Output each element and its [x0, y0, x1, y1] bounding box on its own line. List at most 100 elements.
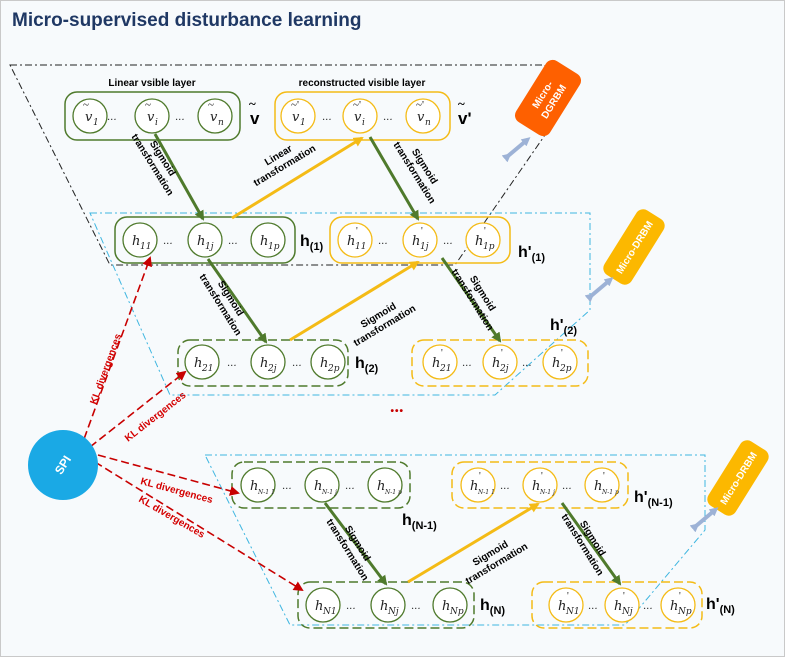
svg-text:v: v: [250, 109, 260, 128]
label-sigmoid-3: Sigmoid transformation: [197, 272, 246, 338]
svg-text:~: ~: [249, 96, 256, 111]
svg-text:1j: 1j: [205, 242, 214, 252]
hidden-layer-2-reconstructed: h 21 ' ... h 2j ' ... h 2p ': [411, 339, 589, 387]
svg-text:h: h: [197, 234, 205, 249]
unit-v1: v 1 ~: [72, 98, 108, 134]
label-hn-minus-1: h(N-1): [402, 512, 437, 532]
label-sigmoid-2: Sigmoid transformation: [391, 140, 440, 206]
hidden-layer-1: h 11 ... h 1j ... h 1p: [114, 216, 296, 264]
svg-text:h: h: [260, 356, 268, 371]
svg-text:h: h: [347, 234, 355, 249]
dgrbm-link-arrow: [501, 137, 531, 163]
svg-text:...: ...: [175, 112, 185, 123]
svg-text:h: h: [470, 479, 478, 494]
unit-hnj-prime: h Nj ': [604, 587, 640, 623]
svg-text:N-1 1: N-1 1: [477, 489, 495, 496]
svg-text:...: ...: [378, 236, 388, 247]
dgrbm-region-boundary: [9, 64, 546, 266]
micro-dgrbm-badge: Micro- DGRBM: [514, 59, 582, 137]
unit-h2p: h 2p: [310, 344, 346, 380]
drbm-top-link-arrow: [584, 277, 614, 303]
svg-text:...: ...: [588, 601, 598, 612]
svg-text:h: h: [442, 599, 450, 614]
svg-text:h: h: [377, 479, 385, 494]
svg-text:...: ...: [345, 481, 355, 492]
svg-text:1: 1: [300, 118, 306, 128]
kl-arrow-hn-minus-1: [97, 454, 240, 496]
unit-h1j: h 1j: [187, 222, 223, 258]
svg-text:Nj: Nj: [621, 607, 633, 617]
svg-text:21: 21: [201, 364, 213, 374]
label-sigmoid-5: Sigmoid transformation: [449, 267, 498, 333]
svg-text:N1: N1: [322, 607, 337, 617]
svg-text:v: v: [417, 110, 425, 125]
svg-text:1j: 1j: [420, 242, 429, 252]
svg-text:...: ...: [411, 601, 421, 612]
svg-text:n: n: [425, 118, 431, 128]
linear-visible-layer-label: Linear vsible layer: [108, 78, 195, 89]
micro-drbm-badge-bottom: Micro-DRBM: [707, 440, 769, 516]
svg-text:1: 1: [93, 118, 99, 128]
unit-hn1: h N1: [305, 587, 341, 623]
svg-text:h: h: [380, 599, 388, 614]
svg-text:i: i: [362, 118, 365, 128]
kl-label-2: KL divergences: [123, 390, 189, 445]
svg-text:1p: 1p: [268, 242, 280, 252]
svg-text:v: v: [354, 110, 362, 125]
hidden-layer-n-reconstructed: h N1 ' ... h Nj ' ... h Np ': [531, 581, 703, 629]
continuation-dots: ...: [390, 396, 404, 416]
svg-text:...: ...: [163, 236, 173, 247]
svg-text:...: ...: [522, 358, 532, 369]
svg-text:h: h: [194, 356, 202, 371]
svg-text:h: h: [614, 599, 622, 614]
label-h1: h(1): [300, 233, 324, 253]
svg-text:i: i: [155, 118, 158, 128]
svg-text:h: h: [558, 599, 566, 614]
unit-hn11-prime: h N-1 1 ': [460, 467, 496, 503]
svg-text:h: h: [670, 599, 678, 614]
spi-node: SPI: [28, 430, 98, 500]
svg-text:...: ...: [500, 481, 510, 492]
svg-text:Np: Np: [449, 607, 464, 617]
unit-hn1p-prime: h N-1 p ': [584, 467, 620, 503]
svg-text:': ': [421, 226, 423, 237]
arrow-sigmoid-hn-to-hn-minus-1-prime: [407, 502, 540, 584]
hidden-layer-n: h N1 ... h Nj ... h Np: [297, 581, 475, 629]
micro-drbm-badge-top: Micro-DRBM: [603, 209, 665, 285]
hidden-layer-2: h 21 ... h 2j ... h 2p: [177, 339, 349, 387]
svg-text:': ': [623, 591, 625, 602]
svg-text:': ': [501, 348, 503, 359]
svg-text:h: h: [552, 356, 560, 371]
svg-text:Np: Np: [677, 607, 692, 617]
linear-visible-layer: v 1 ~ ... v i ~ ... v n ~: [64, 91, 241, 141]
svg-text:': ': [356, 226, 358, 237]
svg-text:': ': [541, 471, 543, 482]
svg-text:2j: 2j: [499, 364, 509, 374]
svg-text:...: ...: [282, 481, 292, 492]
unit-hn11: h N-1 1: [240, 467, 276, 503]
unit-hnj: h Nj: [370, 587, 406, 623]
label-sigmoid-4: Sigmoid transformation: [352, 301, 418, 349]
unit-hn1j: h N-1 j: [304, 467, 340, 503]
hidden-layer-1-reconstructed: h 11 ' ... h 1j ' ... h 1p ': [329, 216, 511, 264]
svg-text:N-1 p: N-1 p: [601, 489, 619, 496]
hidden-layer-n-minus-1: h N-1 1 ... h N-1 j ... h N-1 p: [231, 461, 411, 509]
svg-text:...: ...: [643, 601, 653, 612]
svg-text:h: h: [320, 356, 328, 371]
svg-text:11: 11: [355, 242, 366, 252]
label-sigmoid-7: Sigmoid transformation: [464, 539, 530, 587]
unit-h2j-prime: h 2j ': [482, 344, 518, 380]
svg-text:': ': [567, 591, 569, 602]
arrow-sigmoid-h2-to-h1-prime: [289, 260, 420, 342]
svg-text:N-1 j: N-1 j: [321, 489, 337, 496]
svg-text:1p: 1p: [483, 242, 495, 252]
drbm-bottom-region-boundary: [204, 454, 706, 626]
svg-text:': ': [479, 471, 481, 482]
svg-text:...: ...: [322, 112, 332, 123]
svg-text:v: v: [210, 110, 218, 125]
svg-text:...: ...: [443, 236, 453, 247]
kl-arrow-h1: [79, 256, 152, 451]
svg-text:h: h: [412, 234, 420, 249]
svg-text:h: h: [315, 599, 323, 614]
